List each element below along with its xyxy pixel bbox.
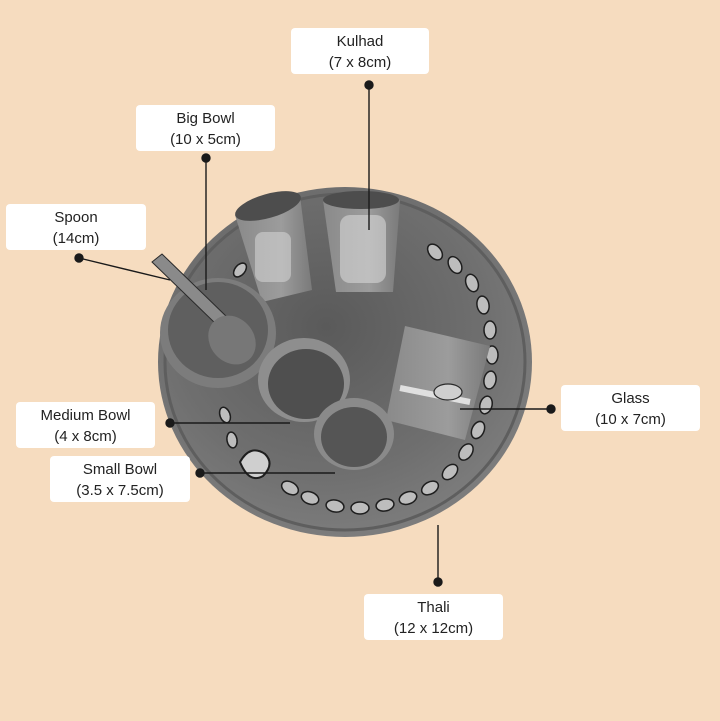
label-small-bowl: Small Bowl (3.5 x 7.5cm) — [50, 456, 190, 502]
label-spoon-name: Spoon — [54, 209, 98, 226]
label-small-bowl-name: Small Bowl — [82, 461, 158, 478]
leaf-garland-decoration — [218, 243, 499, 515]
kulhad-right — [323, 191, 400, 292]
label-glass: Glass (10 x 7cm) — [561, 385, 700, 431]
label-big-bowl-name: Big Bowl — [176, 110, 235, 127]
small-bowl — [314, 398, 394, 470]
label-medium-bowl-size: (4 x 8cm) — [54, 428, 117, 445]
label-kulhad: Kulhad (7 x 8cm) — [291, 28, 429, 74]
label-big-bowl-size: (10 x 5cm) — [170, 131, 241, 148]
label-thali: Thali (12 x 12cm) — [364, 594, 503, 640]
kulhad-left — [235, 191, 312, 302]
label-big-bowl: Big Bowl (10 x 5cm) — [136, 105, 275, 151]
glass — [386, 326, 490, 440]
label-medium-bowl-name: Medium Bowl — [40, 407, 131, 424]
peacock-motif — [238, 449, 271, 480]
label-spoon: Spoon (14cm) — [6, 204, 146, 250]
label-glass-name: Glass — [611, 390, 650, 407]
label-thali-size: (12 x 12cm) — [393, 620, 474, 637]
label-kulhad-name: Kulhad — [336, 33, 384, 50]
medium-bowl — [258, 338, 350, 422]
label-spoon-size: (14cm) — [52, 230, 100, 247]
label-kulhad-size: (7 x 8cm) — [328, 54, 392, 71]
label-thali-name: Thali — [417, 599, 450, 616]
label-medium-bowl: Medium Bowl (4 x 8cm) — [16, 402, 155, 448]
label-small-bowl-size: (3.5 x 7.5cm) — [76, 482, 164, 499]
spoon — [151, 253, 256, 365]
leader-spoon — [78, 257, 171, 281]
leader-lines — [74, 80, 556, 587]
label-glass-size: (10 x 7cm) — [595, 411, 666, 428]
